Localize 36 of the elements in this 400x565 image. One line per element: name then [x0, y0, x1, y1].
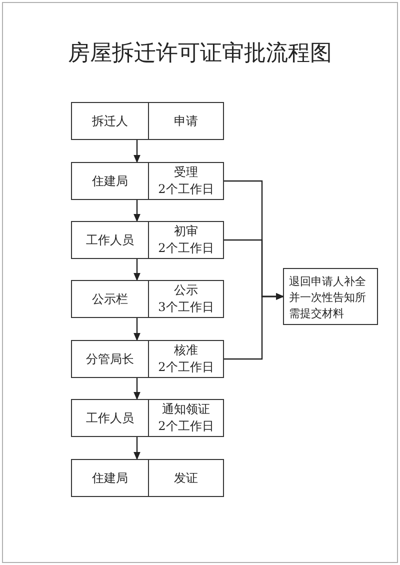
title: 房屋拆迁许可证审批流程图	[68, 40, 332, 68]
step-label: 发证	[174, 470, 198, 486]
step-label: 受理	[174, 164, 198, 181]
actor-label: 公示栏	[92, 290, 128, 308]
duration-label: 2个工作日	[158, 240, 214, 257]
process-box	[71, 399, 224, 437]
arrow	[134, 140, 140, 162]
arrow	[134, 200, 140, 222]
duration-label: 2个工作日	[158, 418, 214, 435]
actor-label: 住建局	[92, 172, 128, 190]
duration-label: 2个工作日	[158, 181, 214, 198]
duration-label: 2个工作日	[158, 359, 214, 376]
note-text: 退回申请人补全并一次性告知所需提交材料	[289, 274, 367, 322]
process-box	[71, 162, 224, 200]
process-box	[71, 102, 224, 140]
arrow	[134, 437, 140, 460]
process-box	[71, 340, 224, 378]
arrow	[134, 318, 140, 340]
process-box	[71, 280, 224, 318]
step-label: 通知领证	[162, 401, 210, 418]
step-label: 初审	[174, 223, 198, 240]
process-box	[71, 459, 224, 497]
note-box	[283, 268, 378, 325]
step-label: 申请	[174, 112, 198, 130]
arrow	[134, 378, 140, 400]
duration-label: 3个工作日	[158, 299, 214, 316]
actor-label: 工作人员	[86, 410, 134, 426]
step-label: 公示	[174, 282, 198, 299]
actor-label: 拆迁人	[92, 112, 128, 130]
arrow	[134, 259, 140, 280]
actor-label: 分管局长	[86, 350, 134, 368]
actor-label: 住建局	[92, 470, 128, 486]
process-box	[71, 221, 224, 259]
actor-label: 工作人员	[86, 232, 134, 248]
arrow	[224, 293, 284, 360]
step-label: 核准	[174, 342, 198, 359]
